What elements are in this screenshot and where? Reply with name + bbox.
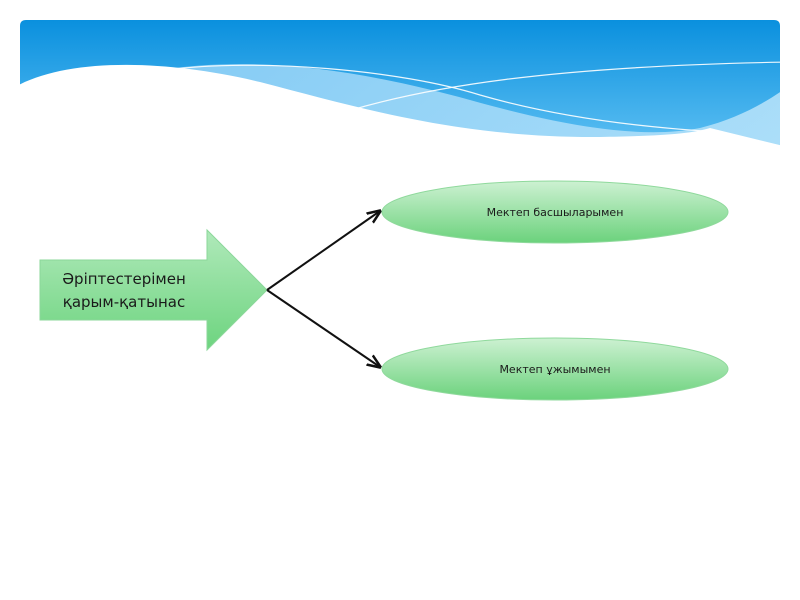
connector-arrow-bottom (266, 289, 380, 367)
connector-arrow-top (266, 211, 380, 291)
source-block-arrow: Әріптестерімен қарым-қатынас (39, 228, 268, 352)
target-ellipse (381, 337, 729, 401)
target-label: Мектеп ұжымымен (499, 363, 610, 376)
source-arrow-shape (39, 228, 268, 352)
slide-header-banner (20, 20, 780, 150)
target-label: Мектеп басшыларымен (487, 206, 624, 219)
target-node-school-leaders: Мектеп басшыларымен (381, 180, 729, 244)
source-label-line2: қарым-қатынас (63, 293, 185, 311)
header-wave-white (20, 64, 780, 150)
target-ellipse (381, 180, 729, 244)
source-label-line1: Әріптестерімен (62, 270, 186, 288)
target-node-school-staff: Мектеп ұжымымен (381, 337, 729, 401)
header-wave-line-2 (319, 61, 780, 121)
header-wave-line-1 (164, 64, 721, 133)
